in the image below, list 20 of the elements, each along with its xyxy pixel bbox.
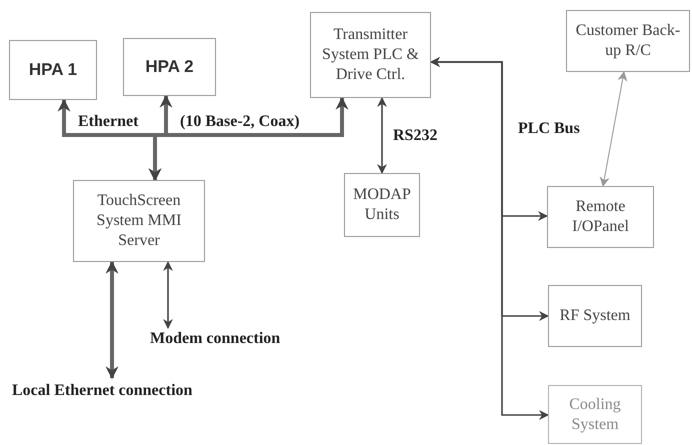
bus-label: Ethernet [78,113,138,131]
system-box: RF System [548,285,642,347]
connection-label: Local Ethernet connection [12,380,192,402]
system-box: Transmitter System PLC & Drive Ctrl. [310,12,431,98]
connector-arrow [600,71,628,187]
system-box: HPA 1 [9,40,97,100]
system-box: Cooling System [548,385,642,444]
system-box: Customer Back-up R/C [566,10,690,72]
connector-arrow [163,261,173,329]
bus-label: (10 Base-2, Coax) [180,113,300,131]
connector-arrow [430,57,549,420]
system-box: Remote I/OPanel [547,186,654,248]
system-box: HPA 2 [123,38,216,96]
connection-label: Modem connection [150,328,280,350]
bus-label: PLC Bus [518,120,580,138]
system-box: MODAP Units [344,173,420,237]
edge-label: RS232 [393,126,438,146]
connector-arrow [106,260,118,380]
system-box: TouchScreen System MMI Server [73,180,205,262]
connector-arrow [377,97,387,174]
